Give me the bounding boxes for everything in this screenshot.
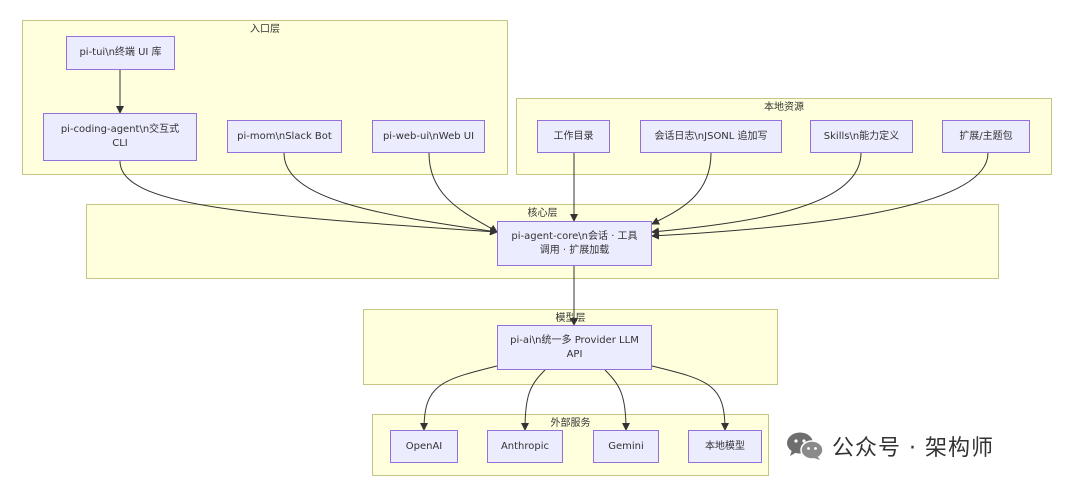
- group-entry-label: 入口层: [250, 24, 280, 35]
- node-pi-ai-label: pi-ai\n统一多 Provider LLM API: [510, 334, 639, 360]
- node-gemini-label: Gemini: [608, 440, 644, 452]
- edge-skills-to-core: [651, 152, 862, 236]
- edge-mom-to-core: [283, 152, 498, 235]
- node-pi-coding-agent-label: pi-coding-agent\n交互式 CLI: [60, 124, 180, 149]
- group-local-resources-label: 本地资源: [764, 102, 804, 113]
- group-core-label: 核心层: [527, 208, 558, 219]
- node-gemini: Gemini: [593, 430, 659, 463]
- watermark: 公众号 · 架构师: [786, 430, 994, 462]
- edge-webui-to-core: [428, 152, 498, 233]
- edge-sessionlog-to-core: [651, 152, 712, 225]
- node-anthropic-label: Anthropic: [500, 440, 550, 452]
- node-work-dir: 工作目录: [537, 120, 610, 153]
- node-openai: OpenAI: [390, 430, 458, 463]
- watermark-text: 公众号 · 架构师: [832, 436, 994, 461]
- node-work-dir-label: 工作目录: [553, 130, 594, 142]
- edge-coding-agent-to-core: [119, 160, 498, 236]
- node-anthropic: Anthropic: [487, 430, 563, 463]
- node-session-log: 会话日志\nJSONL 追加写: [640, 120, 782, 153]
- edge-ai-to-gemini: [604, 369, 630, 431]
- node-pi-web-ui-label: pi-web-ui\nWeb UI: [382, 130, 475, 142]
- node-pi-tui-label: pi-tui\n终端 UI 库: [79, 47, 162, 58]
- node-pi-web-ui: pi-web-ui\nWeb UI: [372, 120, 485, 153]
- node-local-model-label: 本地模型: [705, 440, 745, 452]
- node-pi-ai: pi-ai\n统一多 Provider LLM API: [497, 325, 652, 370]
- node-pi-mom: pi-mom\nSlack Bot: [227, 120, 342, 153]
- node-pi-agent-core: pi-agent-core\n会话 · 工具 调用 · 扩展加载: [497, 221, 652, 266]
- group-external-label: 外部服务: [550, 418, 591, 429]
- edge-ai-to-anthropic: [521, 369, 546, 431]
- node-extensions: 扩展/主题包: [942, 120, 1030, 153]
- node-openai-label: OpenAI: [405, 440, 443, 452]
- node-pi-agent-core-label: pi-agent-core\n会话 · 工具 调用 · 扩展加载: [511, 230, 638, 256]
- edge-extensions-to-core: [651, 152, 989, 240]
- node-skills: Skills\n能力定义: [810, 120, 913, 153]
- node-pi-tui: pi-tui\n终端 UI 库: [66, 36, 175, 70]
- node-session-log-label: 会话日志\nJSONL 追加写: [654, 130, 768, 142]
- node-extensions-label: 扩展/主题包: [959, 130, 1013, 142]
- wechat-icon: [787, 432, 824, 460]
- edge-ai-to-openai: [420, 365, 498, 431]
- node-skills-label: Skills\n能力定义: [823, 130, 900, 142]
- node-pi-mom-label: pi-mom\nSlack Bot: [237, 130, 332, 142]
- node-local-model: 本地模型: [688, 430, 762, 463]
- edge-ai-to-local-model: [651, 365, 729, 431]
- node-pi-coding-agent: pi-coding-agent\n交互式 CLI: [43, 113, 197, 161]
